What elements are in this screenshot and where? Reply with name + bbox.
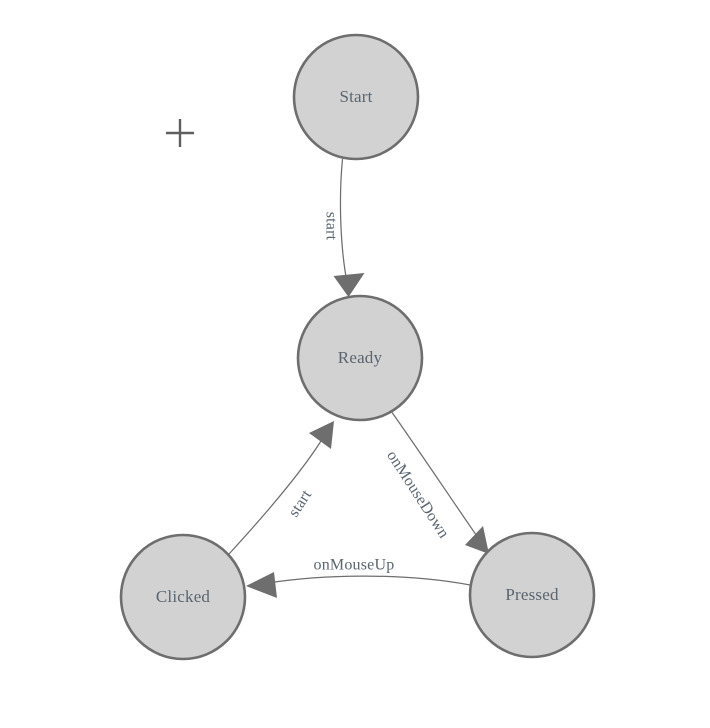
edge-pressed-to-clicked[interactable]: onMouseUp [246, 557, 471, 598]
node-pressed-label: Pressed [505, 585, 559, 604]
node-clicked-label: Clicked [156, 587, 211, 606]
node-ready[interactable]: Ready [296, 294, 424, 422]
edge-line-ready-to-pressed[interactable] [390, 410, 482, 543]
edge-label-ready-to-pressed: onMouseDown [383, 448, 452, 542]
arrow-head-pressed-to-clicked [246, 572, 277, 598]
node-clicked-circle[interactable] [119, 533, 247, 661]
node-pressed-circle[interactable] [468, 531, 596, 659]
edge-label-clicked-to-ready: start [285, 487, 315, 520]
node-ready-label: Ready [338, 348, 383, 367]
edge-ready-to-pressed[interactable]: onMouseDown [383, 410, 489, 554]
edge-clicked-to-ready[interactable]: start [228, 421, 334, 555]
node-clicked[interactable]: Clicked [119, 533, 247, 661]
node-ready-circle[interactable] [296, 294, 424, 422]
crosshair-cursor-icon [166, 119, 194, 147]
edge-label-pressed-to-clicked: onMouseUp [314, 557, 395, 574]
arrow-head-ready-to-pressed [465, 526, 489, 554]
arrow-head-start-to-ready [333, 273, 365, 297]
node-start-label: Start [339, 87, 372, 106]
node-start-circle[interactable] [292, 33, 420, 161]
node-pressed[interactable]: Pressed [468, 531, 596, 659]
arrow-head-clicked-to-ready [309, 421, 334, 449]
edge-line-clicked-to-ready[interactable] [228, 440, 322, 555]
edge-start-to-ready[interactable]: start [322, 158, 365, 297]
node-start[interactable]: Start [292, 33, 420, 161]
edge-label-start-to-ready: start [322, 212, 339, 241]
edge-line-start-to-ready[interactable] [339, 158, 349, 286]
edge-line-pressed-to-clicked[interactable] [267, 575, 471, 586]
